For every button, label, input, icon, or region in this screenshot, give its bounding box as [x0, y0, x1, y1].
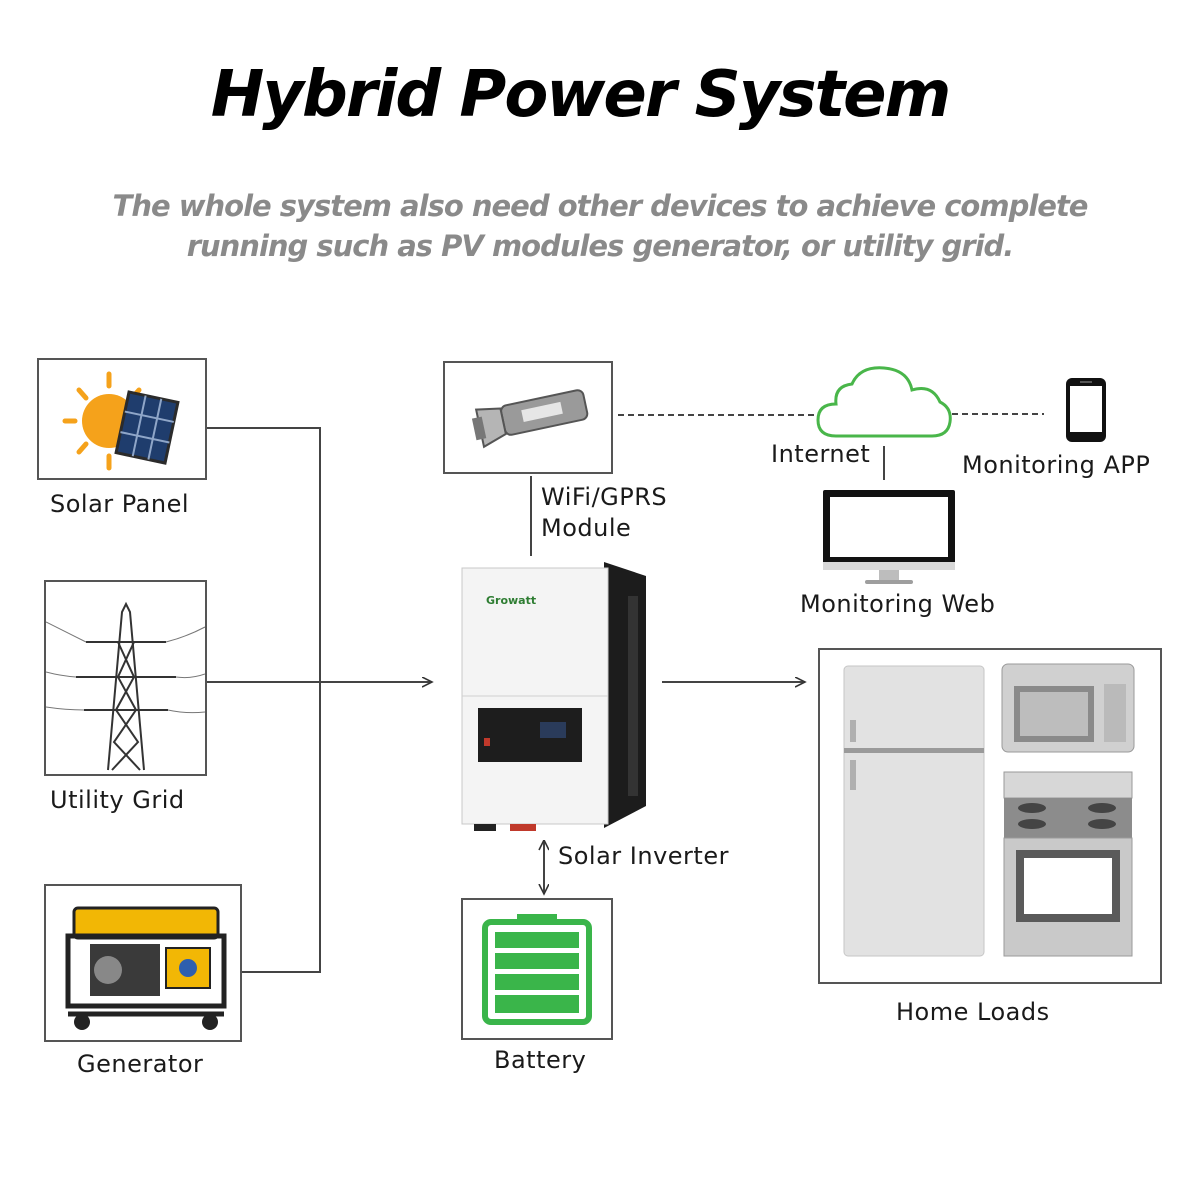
monitoring-app-label: Monitoring APP — [962, 451, 1151, 479]
battery-box — [461, 898, 613, 1040]
power-tower-icon — [46, 601, 205, 771]
solar-panel-wire — [206, 427, 321, 973]
utility-grid-label: Utility Grid — [50, 786, 185, 814]
subtitle-line-1: The whole system also need other devices… — [112, 189, 1089, 223]
monitoring-web-label: Monitoring Web — [800, 590, 996, 618]
home-loads-label: Home Loads — [896, 998, 1050, 1026]
sun-and-panel-icon — [62, 371, 180, 471]
inverter-brand-logo: Growatt — [486, 594, 537, 607]
computer-monitor-icon — [823, 490, 955, 584]
cloud-icon — [816, 366, 952, 438]
wifi-dongle-icon — [471, 389, 589, 449]
solar-panel-label: Solar Panel — [50, 490, 190, 518]
wifi-module-label-line-1: WiFi/GPRS — [541, 483, 668, 511]
page-subtitle: The whole system also need other devices… — [60, 186, 1140, 266]
wifi-module-label-line-2: Module — [541, 514, 632, 542]
generator-box — [44, 884, 242, 1042]
generator-icon — [65, 906, 227, 1030]
battery-label: Battery — [494, 1046, 587, 1074]
smartphone-icon — [1066, 378, 1106, 442]
solar-panel-box — [37, 358, 207, 480]
subtitle-line-2: running such as PV modules generator, or… — [186, 229, 1015, 263]
utility-grid-box — [44, 580, 207, 776]
internet-label: Internet — [771, 440, 871, 468]
home-loads-box — [818, 648, 1162, 984]
page-title: Hybrid Power System — [210, 58, 952, 132]
solar-inverter-label: Solar Inverter — [558, 842, 729, 870]
generator-label: Generator — [77, 1050, 204, 1078]
battery-icon — [482, 914, 592, 1025]
appliances-icon — [843, 663, 1135, 957]
wifi-module-box — [443, 361, 613, 474]
wifi-module-label: WiFi/GPRS Module — [541, 482, 667, 544]
solar-inverter-icon — [461, 562, 646, 831]
